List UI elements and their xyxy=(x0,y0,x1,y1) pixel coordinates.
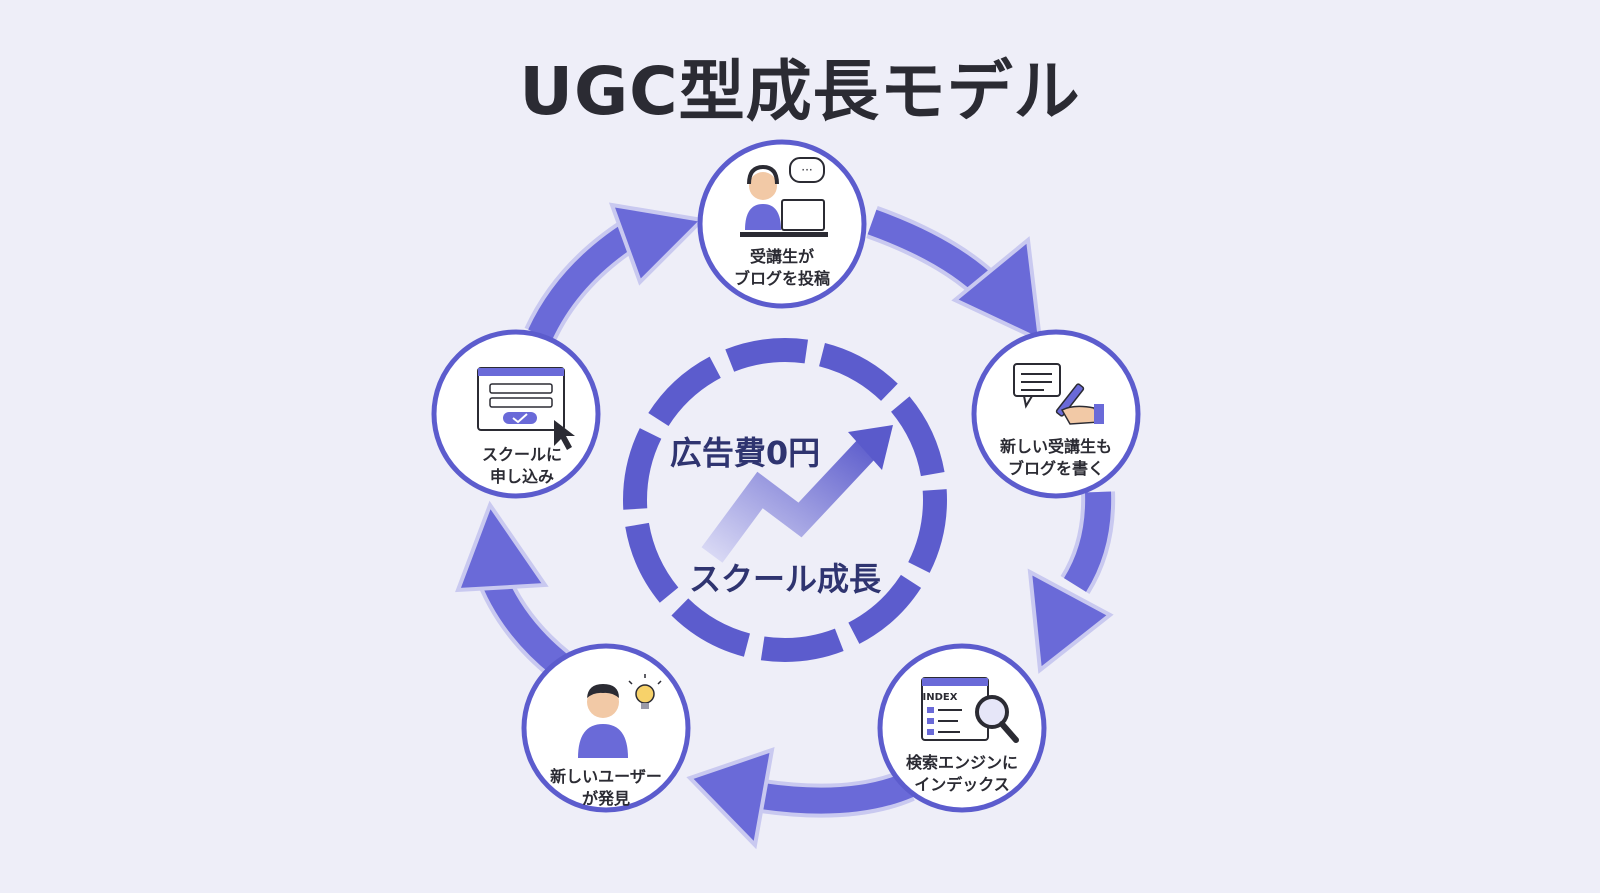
svg-text:···: ··· xyxy=(801,163,812,177)
cycle-arrows xyxy=(455,202,1116,850)
arrow-apply-to-post xyxy=(524,202,707,343)
node-new-students-write: 新しい受講生も ブログを書く xyxy=(971,329,1141,499)
node-label-student-post-1: 受講生が xyxy=(750,247,814,266)
index-magnifier-icon: INDEX xyxy=(921,677,1019,743)
page-title: UGC型成長モデル xyxy=(519,53,1081,130)
node-label-search-index-1: 検索エンジンに xyxy=(906,753,1018,772)
index-label: INDEX xyxy=(923,692,958,703)
node-label-apply-school-1: スクールに xyxy=(482,445,562,464)
center-ring xyxy=(623,338,947,662)
node-apply-school: スクールに 申し込み xyxy=(431,329,601,499)
student-headset-computer-icon: ··· xyxy=(740,157,828,237)
center-label-top: 広告費0円 xyxy=(670,434,820,472)
node-label-new-students-write-2: ブログを書く xyxy=(1008,459,1104,478)
node-label-new-students-write-1: 新しい受講生も xyxy=(1000,437,1112,456)
node-student-post: ··· 受講生が ブログを投稿 xyxy=(697,139,867,309)
growth-arrow-icon xyxy=(701,425,893,563)
node-label-apply-school-2: 申し込み xyxy=(490,467,554,486)
center-label-bottom: スクール成長 xyxy=(689,560,882,598)
node-label-user-discovery-1: 新しいユーザー xyxy=(550,767,662,786)
node-search-index: INDEX 検索エンジンに インデックス xyxy=(877,643,1047,813)
web-form-cursor-icon xyxy=(477,367,575,450)
person-lightbulb-icon xyxy=(578,674,662,758)
arrow-write-to-index xyxy=(1027,491,1116,674)
node-label-user-discovery-2: が発見 xyxy=(582,789,630,808)
arrow-post-to-write xyxy=(866,206,1043,344)
node-label-student-post-2: ブログを投稿 xyxy=(734,269,830,288)
arrow-index-to-discovery xyxy=(686,747,915,850)
speech-bubble-pen-icon xyxy=(1013,363,1104,425)
arrow-discovery-to-apply xyxy=(455,500,571,679)
node-user-discovery: 新しいユーザー が発見 xyxy=(521,643,691,813)
node-label-search-index-2: インデックス xyxy=(914,775,1010,794)
